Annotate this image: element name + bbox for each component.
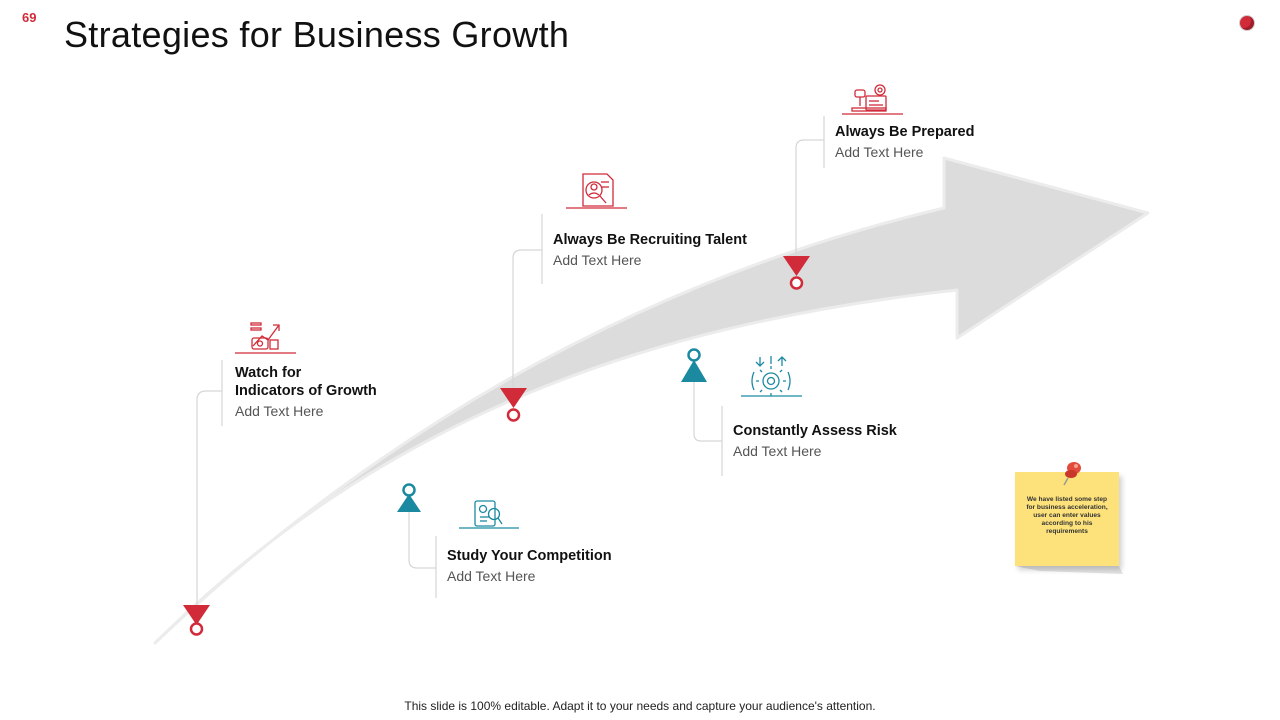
- teal-pin-icon: [681, 348, 707, 382]
- plan-icon: [851, 84, 887, 112]
- step-card-prepared: Always Be Prepared Add Text Here: [835, 123, 974, 160]
- footer-text: This slide is 100% editable. Adapt it to…: [404, 699, 876, 713]
- step-card-risk: Constantly Assess Risk Add Text Here: [733, 422, 897, 459]
- step-title-line2: Indicators of Growth: [235, 383, 377, 399]
- page-title: Strategies for Business Growth: [64, 14, 570, 55]
- step-card-competition: Study Your Competition Add Text Here: [447, 547, 612, 584]
- sticky-note[interactable]: We have listed some step for business ac…: [1015, 462, 1119, 566]
- competition-analysis-icon: [474, 500, 503, 527]
- connector-lines: [196, 116, 825, 606]
- step-card-recruiting: Always Be Recruiting Talent Add Text Her…: [553, 231, 747, 268]
- step-text[interactable]: Add Text Here: [235, 403, 324, 419]
- record-dot-icon[interactable]: [1239, 15, 1255, 31]
- red-pin-icon: [500, 388, 527, 422]
- step-title: Watch for: [235, 365, 302, 381]
- step-text[interactable]: Add Text Here: [553, 252, 642, 268]
- sticky-note-text: We have listed some step for business ac…: [1026, 496, 1108, 535]
- step-title: Always Be Recruiting Talent: [553, 232, 747, 248]
- step-text[interactable]: Add Text Here: [733, 443, 822, 459]
- growth-chart-icon: [250, 322, 280, 350]
- slide-number: 69: [22, 10, 37, 25]
- step-title: Study Your Competition: [447, 548, 612, 564]
- step-card-indicators: Watch for Indicators of Growth Add Text …: [235, 364, 377, 419]
- pushpin-icon: [1063, 462, 1081, 486]
- teal-pin-icon: [397, 483, 421, 512]
- step-title: Always Be Prepared: [835, 124, 975, 140]
- red-pin-icon: [783, 256, 810, 290]
- step-text[interactable]: Add Text Here: [447, 568, 536, 584]
- step-text[interactable]: Add Text Here: [835, 144, 924, 160]
- red-pin-icon: [183, 605, 210, 636]
- risk-gear-icon: [751, 356, 791, 396]
- growth-arrow: [153, 156, 1150, 645]
- recruit-icon: [582, 173, 614, 207]
- step-title: Constantly Assess Risk: [733, 423, 897, 439]
